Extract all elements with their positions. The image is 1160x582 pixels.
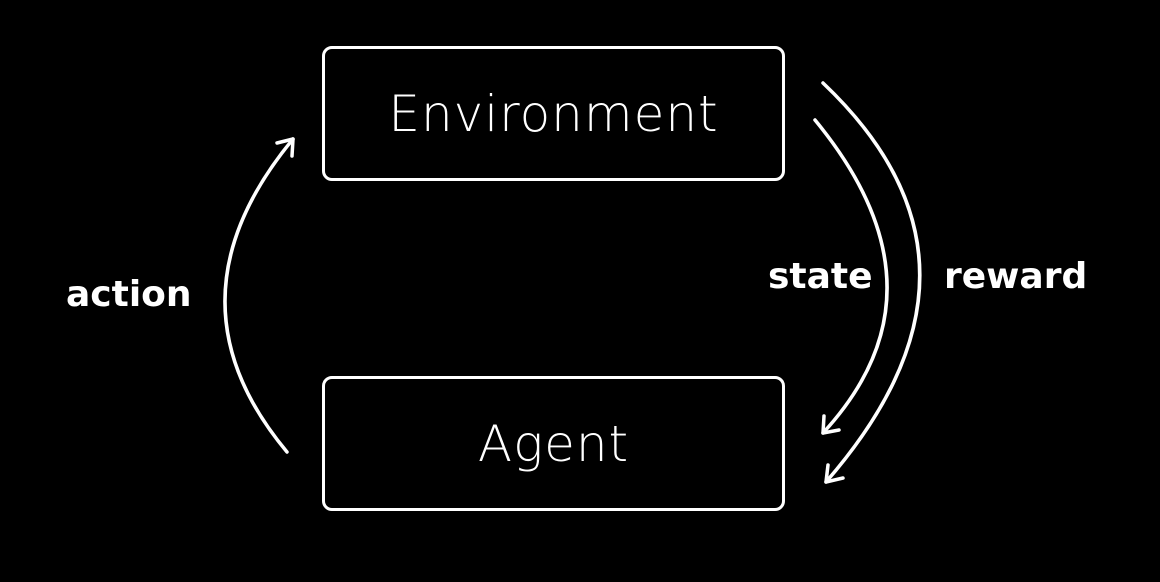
environment-node: Environment	[322, 46, 785, 181]
state-arrow-head	[821, 414, 841, 435]
reward-label: reward	[944, 256, 1088, 297]
environment-label: Environment	[388, 84, 719, 143]
state-label: state	[768, 256, 873, 297]
agent-label: Agent	[477, 414, 630, 473]
reward-arrow-head	[824, 463, 845, 484]
action-arrow	[223, 137, 295, 454]
agent-node: Agent	[322, 376, 785, 511]
action-arrow-head	[275, 137, 295, 158]
action-label: action	[66, 274, 192, 315]
